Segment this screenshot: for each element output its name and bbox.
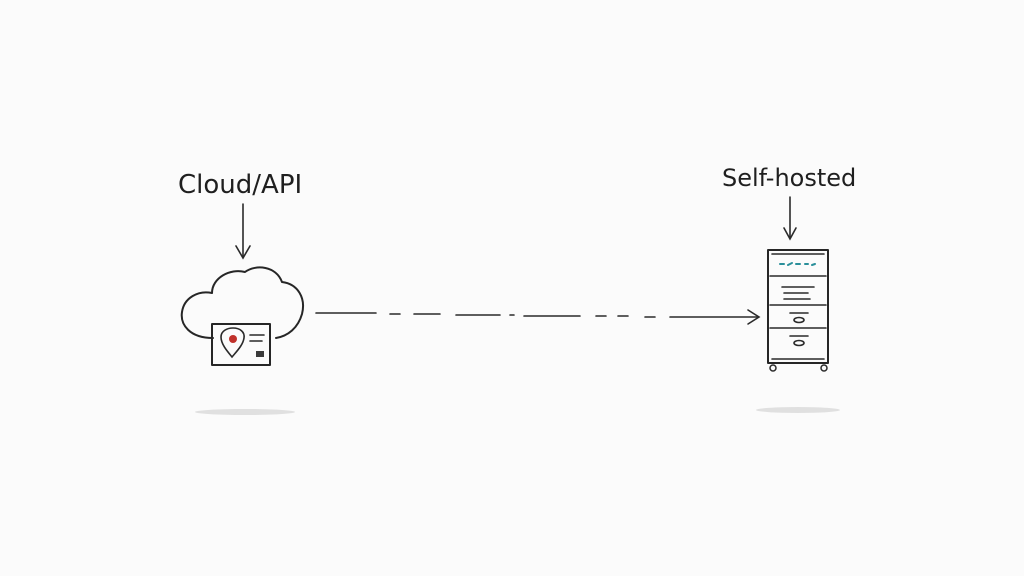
cloud-shadow (195, 409, 295, 415)
dashed-connector-arrow (315, 309, 761, 325)
api-card-icon (211, 323, 271, 366)
cloud-api-arrow (235, 203, 251, 260)
cloud-api-node: Cloud/API (178, 170, 304, 415)
server-icon (767, 249, 829, 372)
self-hosted-label: Self-hosted (722, 164, 856, 192)
cloud-icon (180, 266, 304, 339)
cloud-api-label: Cloud/API (178, 170, 302, 200)
self-hosted-arrow (783, 196, 797, 241)
server-shadow (756, 407, 840, 413)
self-hosted-node: Self-hosted (722, 164, 856, 413)
